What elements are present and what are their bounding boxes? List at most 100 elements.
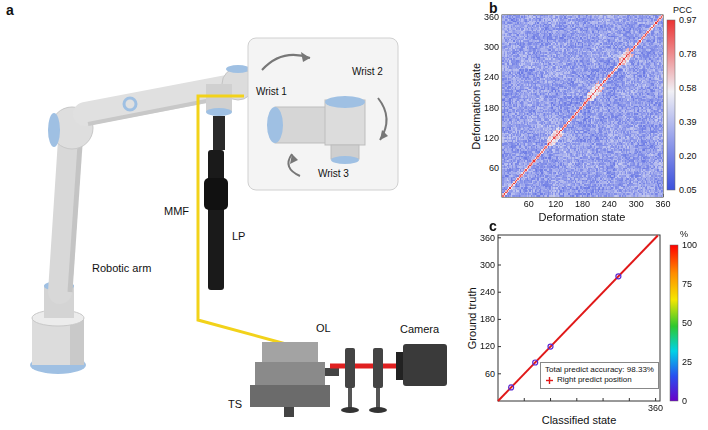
illustration-line	[70, 145, 80, 292]
illustration-path	[288, 154, 300, 176]
tick-label: 180	[480, 314, 495, 324]
tick-mark	[498, 265, 501, 266]
colorbar-label: 0.20	[679, 151, 697, 161]
illustration-rect	[250, 385, 330, 407]
tick-label: 60	[489, 163, 499, 173]
part-label: Camera	[400, 323, 439, 336]
illustration-rect	[667, 20, 675, 190]
tick-label: 240	[480, 287, 495, 297]
illustration-rect	[498, 235, 660, 401]
tick-label: 360	[655, 199, 670, 209]
illustration-rect	[376, 388, 380, 410]
illustration-ellipse	[267, 107, 283, 143]
colorbar-label: 0.97	[679, 15, 697, 25]
colorbar-label: 25	[682, 357, 692, 367]
tick-mark	[603, 398, 604, 401]
illustration-rect	[670, 245, 678, 401]
tick-mark	[629, 398, 630, 401]
part-label: Robotic arm	[92, 262, 151, 275]
tick-label: 300	[484, 42, 499, 52]
illustration-rect	[345, 348, 355, 388]
illustration-rect	[204, 178, 228, 210]
part-label: OL	[316, 322, 331, 335]
part-label: MMF	[164, 205, 189, 218]
tick-mark	[498, 373, 501, 374]
colorbar-label: 100	[682, 240, 697, 250]
tick-label: 240	[602, 199, 617, 209]
illustration-circle	[533, 360, 538, 365]
illustration-ellipse	[48, 113, 60, 147]
tick-label: 360	[484, 12, 499, 22]
tick-label: 360	[480, 233, 495, 243]
illustration-ellipse	[369, 407, 387, 413]
pcc-heatmap	[502, 15, 663, 197]
tick-label: 180	[575, 199, 590, 209]
part-label: Wrist 2	[352, 66, 383, 78]
illustration-rect	[348, 388, 352, 410]
illustration-rect	[284, 407, 294, 417]
part-label: LP	[232, 230, 245, 243]
illustration-ellipse	[206, 108, 232, 116]
legend-marker	[545, 376, 554, 385]
illustration-ellipse	[331, 156, 359, 164]
legend-row: Right predict position	[545, 375, 654, 385]
illustration-circle	[509, 385, 514, 390]
colorbar-label: 0.58	[679, 83, 697, 93]
illustration-line	[330, 364, 398, 369]
part-label: TS	[228, 398, 242, 411]
tick-mark	[524, 398, 525, 401]
illustration-rect	[213, 116, 225, 150]
tick-mark	[498, 237, 501, 238]
illustration-rect	[248, 38, 398, 190]
illustration-rect	[396, 352, 404, 380]
tick-label: 240	[484, 72, 499, 82]
tick-mark	[655, 398, 656, 401]
colorbar-label: 0	[682, 396, 687, 406]
illustration-ellipse	[325, 96, 365, 108]
illustration-rect	[255, 362, 325, 385]
legend-text: Right predict position	[557, 375, 632, 385]
tick-mark	[498, 319, 501, 320]
colorbar-label: 75	[682, 279, 692, 289]
illustration-rect	[403, 344, 447, 386]
illustration-rect	[373, 348, 383, 388]
tick-mark	[550, 398, 551, 401]
illustration-line	[546, 380, 553, 381]
legend-box: Total predict accuracy: 98.33%Right pred…	[540, 362, 659, 389]
illustration-line	[60, 140, 70, 292]
tick-label: 120	[548, 199, 563, 209]
panel-letter: c	[489, 218, 497, 234]
tick-mark	[498, 346, 501, 347]
illustration-rect	[206, 84, 232, 112]
tick-label: 120	[480, 341, 495, 351]
part-label: Wrist 1	[256, 86, 287, 98]
illustration-circle	[548, 344, 553, 349]
illustration-rect	[262, 342, 318, 362]
axis-title: Deformation state	[539, 211, 626, 224]
tick-label: 60	[524, 199, 534, 209]
tick-label: 360	[648, 403, 663, 413]
colorbar-label: 50	[682, 318, 692, 328]
illustration-rect	[325, 368, 339, 376]
illustration-circle	[616, 274, 621, 279]
colorbar-title: %	[680, 229, 688, 239]
colorbar-label: 0.39	[679, 117, 697, 127]
colorbar-label: 0.05	[679, 185, 697, 195]
illustration-polyline	[198, 96, 286, 344]
illustration-rect	[502, 15, 663, 197]
panel-letter: a	[6, 2, 14, 18]
tick-label: 60	[485, 369, 495, 379]
legend-title: Total predict accuracy: 98.33%	[545, 365, 654, 375]
tick-label: 120	[484, 133, 499, 143]
colorbar-label: 0.78	[679, 49, 697, 59]
illustration-ellipse	[226, 65, 250, 73]
tick-label: 180	[484, 103, 499, 113]
part-label: Wrist 3	[318, 168, 349, 180]
axis-title: Deformation state	[470, 63, 483, 150]
colorbar-title: PCC	[673, 5, 692, 15]
tick-label: 300	[629, 199, 644, 209]
axis-title: Classified state	[542, 414, 617, 427]
illustration-path	[290, 154, 298, 164]
axis-title: Ground truth	[466, 287, 479, 349]
